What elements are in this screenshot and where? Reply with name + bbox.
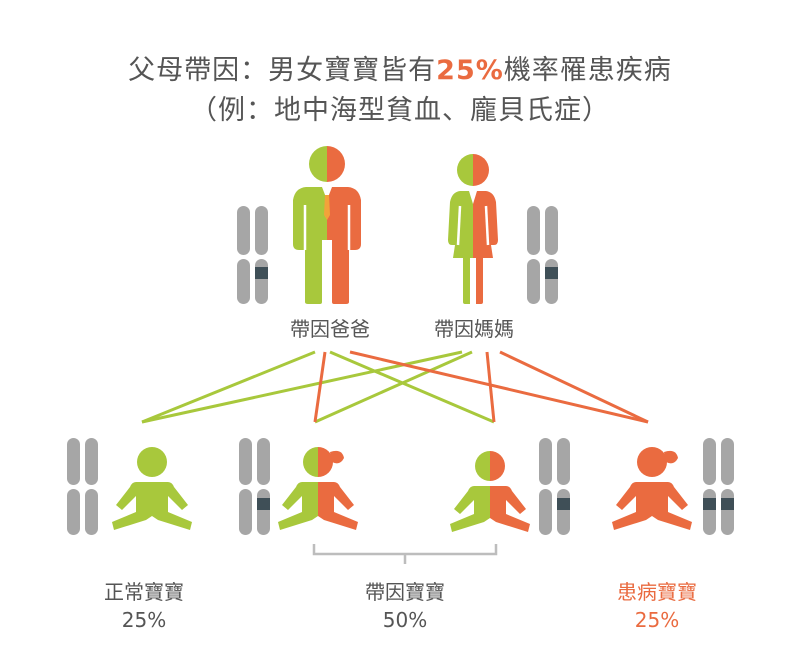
gene-mark bbox=[721, 498, 734, 510]
chromosome-pair-father bbox=[237, 206, 268, 304]
affected-label: 患病寶寶 bbox=[617, 580, 697, 604]
carrier-label: 帶因寶寶 bbox=[365, 580, 445, 604]
title-suffix: 機率罹患疾病 bbox=[503, 55, 672, 86]
line-father-to-carrier1 bbox=[313, 351, 327, 423]
gene-mark bbox=[255, 267, 268, 279]
line-father-to-affected bbox=[349, 350, 649, 424]
baby-carrier-girl-figure bbox=[278, 447, 358, 530]
chromosome-pair-mother bbox=[527, 206, 558, 304]
baby-carrier-boy-figure bbox=[450, 451, 530, 532]
line-mother-to-carrier1 bbox=[314, 350, 473, 424]
gene-mark bbox=[557, 498, 570, 510]
line-father-to-normal bbox=[141, 350, 316, 424]
normal-label: 正常寶寶 bbox=[104, 580, 184, 604]
baby-affected-figure bbox=[612, 447, 692, 530]
line-mother-to-normal bbox=[141, 350, 463, 424]
chromosome-pair-affected bbox=[703, 438, 734, 535]
mother-figure bbox=[448, 154, 498, 304]
title-highlight: 25% bbox=[436, 55, 504, 86]
line-father-to-carrier2 bbox=[329, 350, 495, 424]
chromosomes bbox=[67, 206, 734, 535]
mother-label: 帶因媽媽 bbox=[434, 317, 514, 341]
chromosome-pair-carrier-girl bbox=[239, 438, 270, 535]
line-mother-to-carrier2 bbox=[485, 351, 496, 423]
gene-mark bbox=[257, 498, 270, 510]
baby-normal-figure bbox=[112, 447, 192, 530]
line-mother-to-affected bbox=[499, 350, 649, 424]
father-label: 帶因爸爸 bbox=[290, 317, 370, 341]
title-prefix: 父母帶因：男女寶寶皆有 bbox=[128, 55, 437, 86]
affected-percentage: 25% bbox=[634, 608, 680, 632]
normal-percentage: 25% bbox=[121, 608, 167, 632]
gene-mark bbox=[545, 267, 558, 279]
carrier-bracket bbox=[312, 544, 498, 564]
gene-mark bbox=[703, 498, 716, 510]
diagram-title-line1: 父母帶因：男女寶寶皆有25%機率罹患疾病 bbox=[0, 48, 800, 87]
chromosome-pair-normal bbox=[67, 438, 98, 535]
diagram-title-line2: （例：地中海型貧血、龐貝氏症） bbox=[190, 95, 610, 126]
chromosome-pair-carrier-boy bbox=[539, 438, 570, 535]
father-figure bbox=[293, 146, 361, 304]
carrier-percentage: 50% bbox=[382, 608, 428, 632]
inheritance-lines bbox=[141, 350, 649, 424]
